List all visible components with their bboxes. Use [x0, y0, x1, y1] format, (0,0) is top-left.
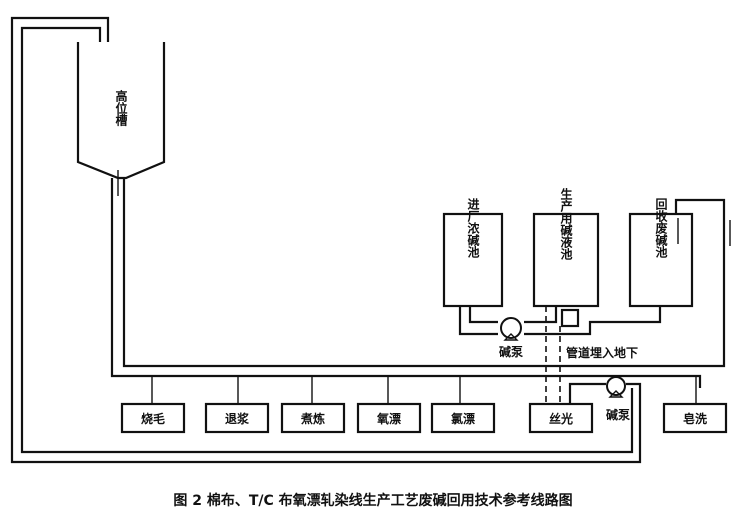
proc-singe [120, 402, 186, 434]
proc-bleach-2 [430, 402, 496, 434]
proc-bleach-1-label: 氧漂 [376, 411, 401, 426]
tank-link-pipe-3 [524, 306, 558, 324]
tank-link-pipe [458, 306, 498, 336]
proc-mercerize [528, 402, 594, 434]
proc-bleach-1 [356, 402, 422, 434]
pump-1-label: 碱泵 [499, 344, 523, 359]
tank-recovered [628, 212, 694, 308]
feed-pipe-outer [110, 178, 702, 388]
pump-1-icon [500, 317, 522, 339]
return-loop-pipe [10, 16, 642, 464]
proc-desize-label: 退浆 [225, 411, 250, 426]
tank-production-label: 生产用碱液池 [559, 187, 573, 261]
pump-2-icon [606, 376, 626, 396]
proc-bleach-2-label: 氯漂 [451, 411, 475, 426]
proc-singe-label: 烧毛 [141, 411, 165, 426]
tank-link-pipe-2 [468, 306, 498, 324]
proc-wash [662, 402, 728, 434]
high-tank-label: 高位槽 [114, 89, 128, 127]
pump-1-base [503, 333, 519, 341]
valve-block [560, 308, 580, 328]
proc-scour-label: 煮炼 [300, 411, 325, 426]
proc-wash-label: 皂洗 [683, 411, 707, 426]
pump-2-pipe-out [626, 382, 642, 388]
tank-incoming [442, 212, 504, 308]
pump-2-label: 碱泵 [606, 407, 630, 422]
proc-desize [204, 402, 270, 434]
proc-mercerize-label: 丝光 [549, 411, 573, 426]
tank-production [532, 212, 600, 308]
tank-link-pipe-4 [524, 306, 662, 336]
figure-caption: 图 2 棉布、T/C 布氧漂轧染线生产工艺废碱回用技术参考线路图 [173, 492, 572, 509]
tank-recovered-label: 回收废碱池 [654, 198, 668, 259]
tank-incoming-label: 进厂浓碱池 [466, 197, 480, 259]
high-tank [76, 42, 166, 180]
pipe-note: 管道埋入地下 [566, 345, 638, 360]
return-loop-pipe-inner [20, 26, 634, 454]
proc-scour [280, 402, 346, 434]
pump-2-pipe [568, 382, 606, 404]
feed-pipe-inner [122, 178, 726, 368]
pump-2-base [608, 390, 624, 398]
